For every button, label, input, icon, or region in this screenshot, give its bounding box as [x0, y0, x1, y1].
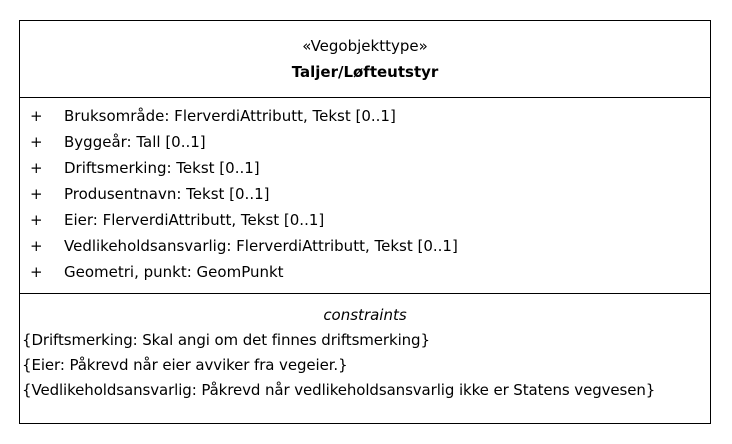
attribute-row: + Bruksområde: FlerverdiAttributt, Tekst…	[20, 103, 710, 129]
class-name: Taljer/Løfteutstyr	[291, 63, 439, 81]
attribute-row: + Eier: FlerverdiAttributt, Tekst [0..1]	[20, 207, 710, 233]
attribute-text: Driftsmerking: Tekst [0..1]	[64, 159, 260, 177]
attribute-row: + Vedlikeholdsansvarlig: FlerverdiAttrib…	[20, 233, 710, 259]
attribute-text: Produsentnavn: Tekst [0..1]	[64, 185, 270, 203]
attribute-text: Eier: FlerverdiAttributt, Tekst [0..1]	[64, 211, 325, 229]
attribute-visibility: +	[30, 185, 43, 203]
class-stereotype: «Vegobjekttype»	[302, 37, 428, 55]
attribute-text: Geometri, punkt: GeomPunkt	[64, 263, 284, 281]
attribute-row: + Produsentnavn: Tekst [0..1]	[20, 181, 710, 207]
attribute-text: Byggeår: Tall [0..1]	[64, 133, 206, 151]
attribute-text: Bruksområde: FlerverdiAttributt, Tekst […	[64, 107, 396, 125]
class-header: «Vegobjekttype» Taljer/Løfteutstyr	[20, 21, 710, 98]
attribute-row: + Byggeår: Tall [0..1]	[20, 129, 710, 155]
attribute-visibility: +	[30, 159, 43, 177]
constraints-compartment: constraints {Driftsmerking: Skal angi om…	[20, 294, 710, 424]
attributes-compartment: + Bruksområde: FlerverdiAttributt, Tekst…	[20, 98, 710, 294]
constraint-line: {Eier: Påkrevd når eier avviker fra vege…	[22, 356, 348, 374]
attribute-visibility: +	[30, 211, 43, 229]
attribute-row: + Geometri, punkt: GeomPunkt	[20, 259, 710, 285]
attribute-visibility: +	[30, 263, 43, 281]
constraint-line: {Vedlikeholdsansvarlig: Påkrevd når vedl…	[22, 381, 656, 399]
attribute-visibility: +	[30, 133, 43, 151]
constraint-line: {Driftsmerking: Skal angi om det finnes …	[22, 331, 430, 349]
attribute-visibility: +	[30, 107, 43, 125]
constraints-title: constraints	[323, 306, 407, 324]
attribute-row: + Driftsmerking: Tekst [0..1]	[20, 155, 710, 181]
attribute-visibility: +	[30, 237, 43, 255]
uml-class-box: «Vegobjekttype» Taljer/Løfteutstyr + Bru…	[19, 20, 711, 424]
attribute-text: Vedlikeholdsansvarlig: FlerverdiAttribut…	[64, 237, 458, 255]
